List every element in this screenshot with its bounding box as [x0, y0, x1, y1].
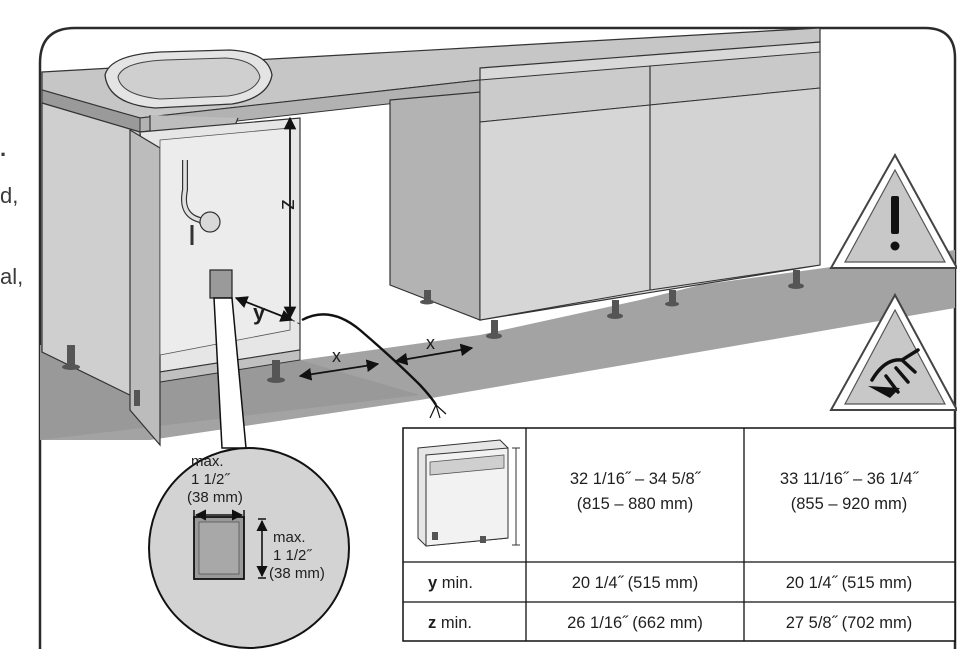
row-z-label: z min.	[428, 614, 472, 632]
x-label-right: x	[426, 333, 435, 353]
row-z-col2: 27 5/8˝ (702 mm)	[786, 614, 913, 632]
height-range-2-mm: (855 – 920 mm)	[791, 495, 907, 513]
cut-off-text-1: .	[0, 136, 7, 161]
height-range-2: 33 11/16˝ – 36 1/4˝	[780, 470, 920, 488]
callout-h-line2: 1 1/2˝	[191, 471, 230, 488]
cut-off-text-3: al,	[0, 264, 24, 289]
row-y-col1: 20 1/4˝ (515 mm)	[572, 574, 699, 592]
hand-injury-warning-icon	[829, 292, 957, 411]
row-z-col1: 26 1/16˝ (662 mm)	[567, 614, 703, 632]
dishwasher-icon	[417, 439, 520, 547]
connection-cable	[301, 313, 438, 406]
callout-v-line2: 1 1/2˝	[273, 547, 312, 564]
dimensions-table: 32 1/16˝ – 34 5/8˝ (815 – 880 mm) 33 11/…	[402, 427, 956, 642]
valve-icon	[199, 211, 221, 233]
x-dimension-left	[298, 359, 380, 381]
height-range-1-mm: (815 – 880 mm)	[577, 495, 693, 513]
right-cabinets	[389, 41, 821, 339]
callout-h-line3: (38 mm)	[187, 489, 243, 506]
y-dimension-line	[234, 296, 294, 322]
exclamation-warning-icon	[829, 152, 957, 269]
cable-opening	[209, 269, 233, 299]
open-cabinet-door	[129, 128, 161, 447]
y-label: y	[253, 300, 266, 325]
x-dimension-right	[394, 343, 474, 366]
row-y-label: y min.	[428, 574, 473, 592]
cut-off-text-2: d,	[0, 183, 19, 208]
callout-v-line3: (38 mm)	[269, 565, 325, 582]
height-range-1: 32 1/16˝ – 34 5/8˝	[570, 470, 702, 488]
z-label: z	[274, 199, 299, 210]
callout-h-line1: max.	[191, 453, 224, 470]
row-y-col2: 20 1/4˝ (515 mm)	[786, 574, 913, 592]
callout-v-line1: max.	[273, 529, 306, 546]
x-label-left: x	[332, 346, 341, 366]
opening-size-callout: max. 1 1/2˝ (38 mm) max. 1 1/2˝ (38 mm)	[148, 447, 350, 649]
